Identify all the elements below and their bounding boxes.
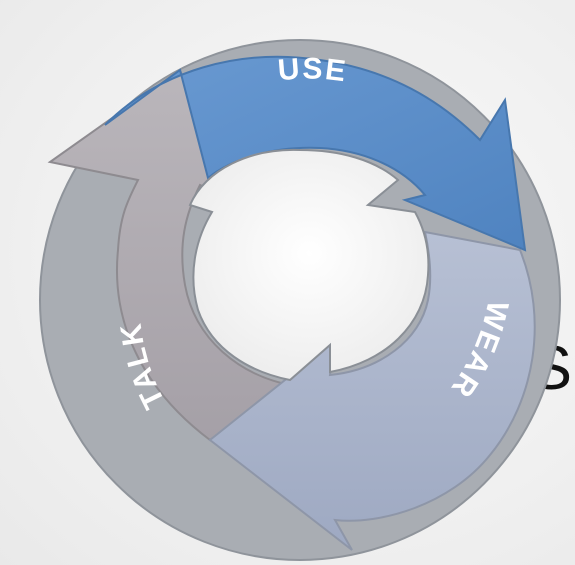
segment-wear bbox=[208, 230, 536, 551]
ring-inner-hole bbox=[188, 148, 430, 382]
label-use: USE bbox=[277, 52, 350, 88]
label-use-text: USE bbox=[277, 52, 348, 88]
